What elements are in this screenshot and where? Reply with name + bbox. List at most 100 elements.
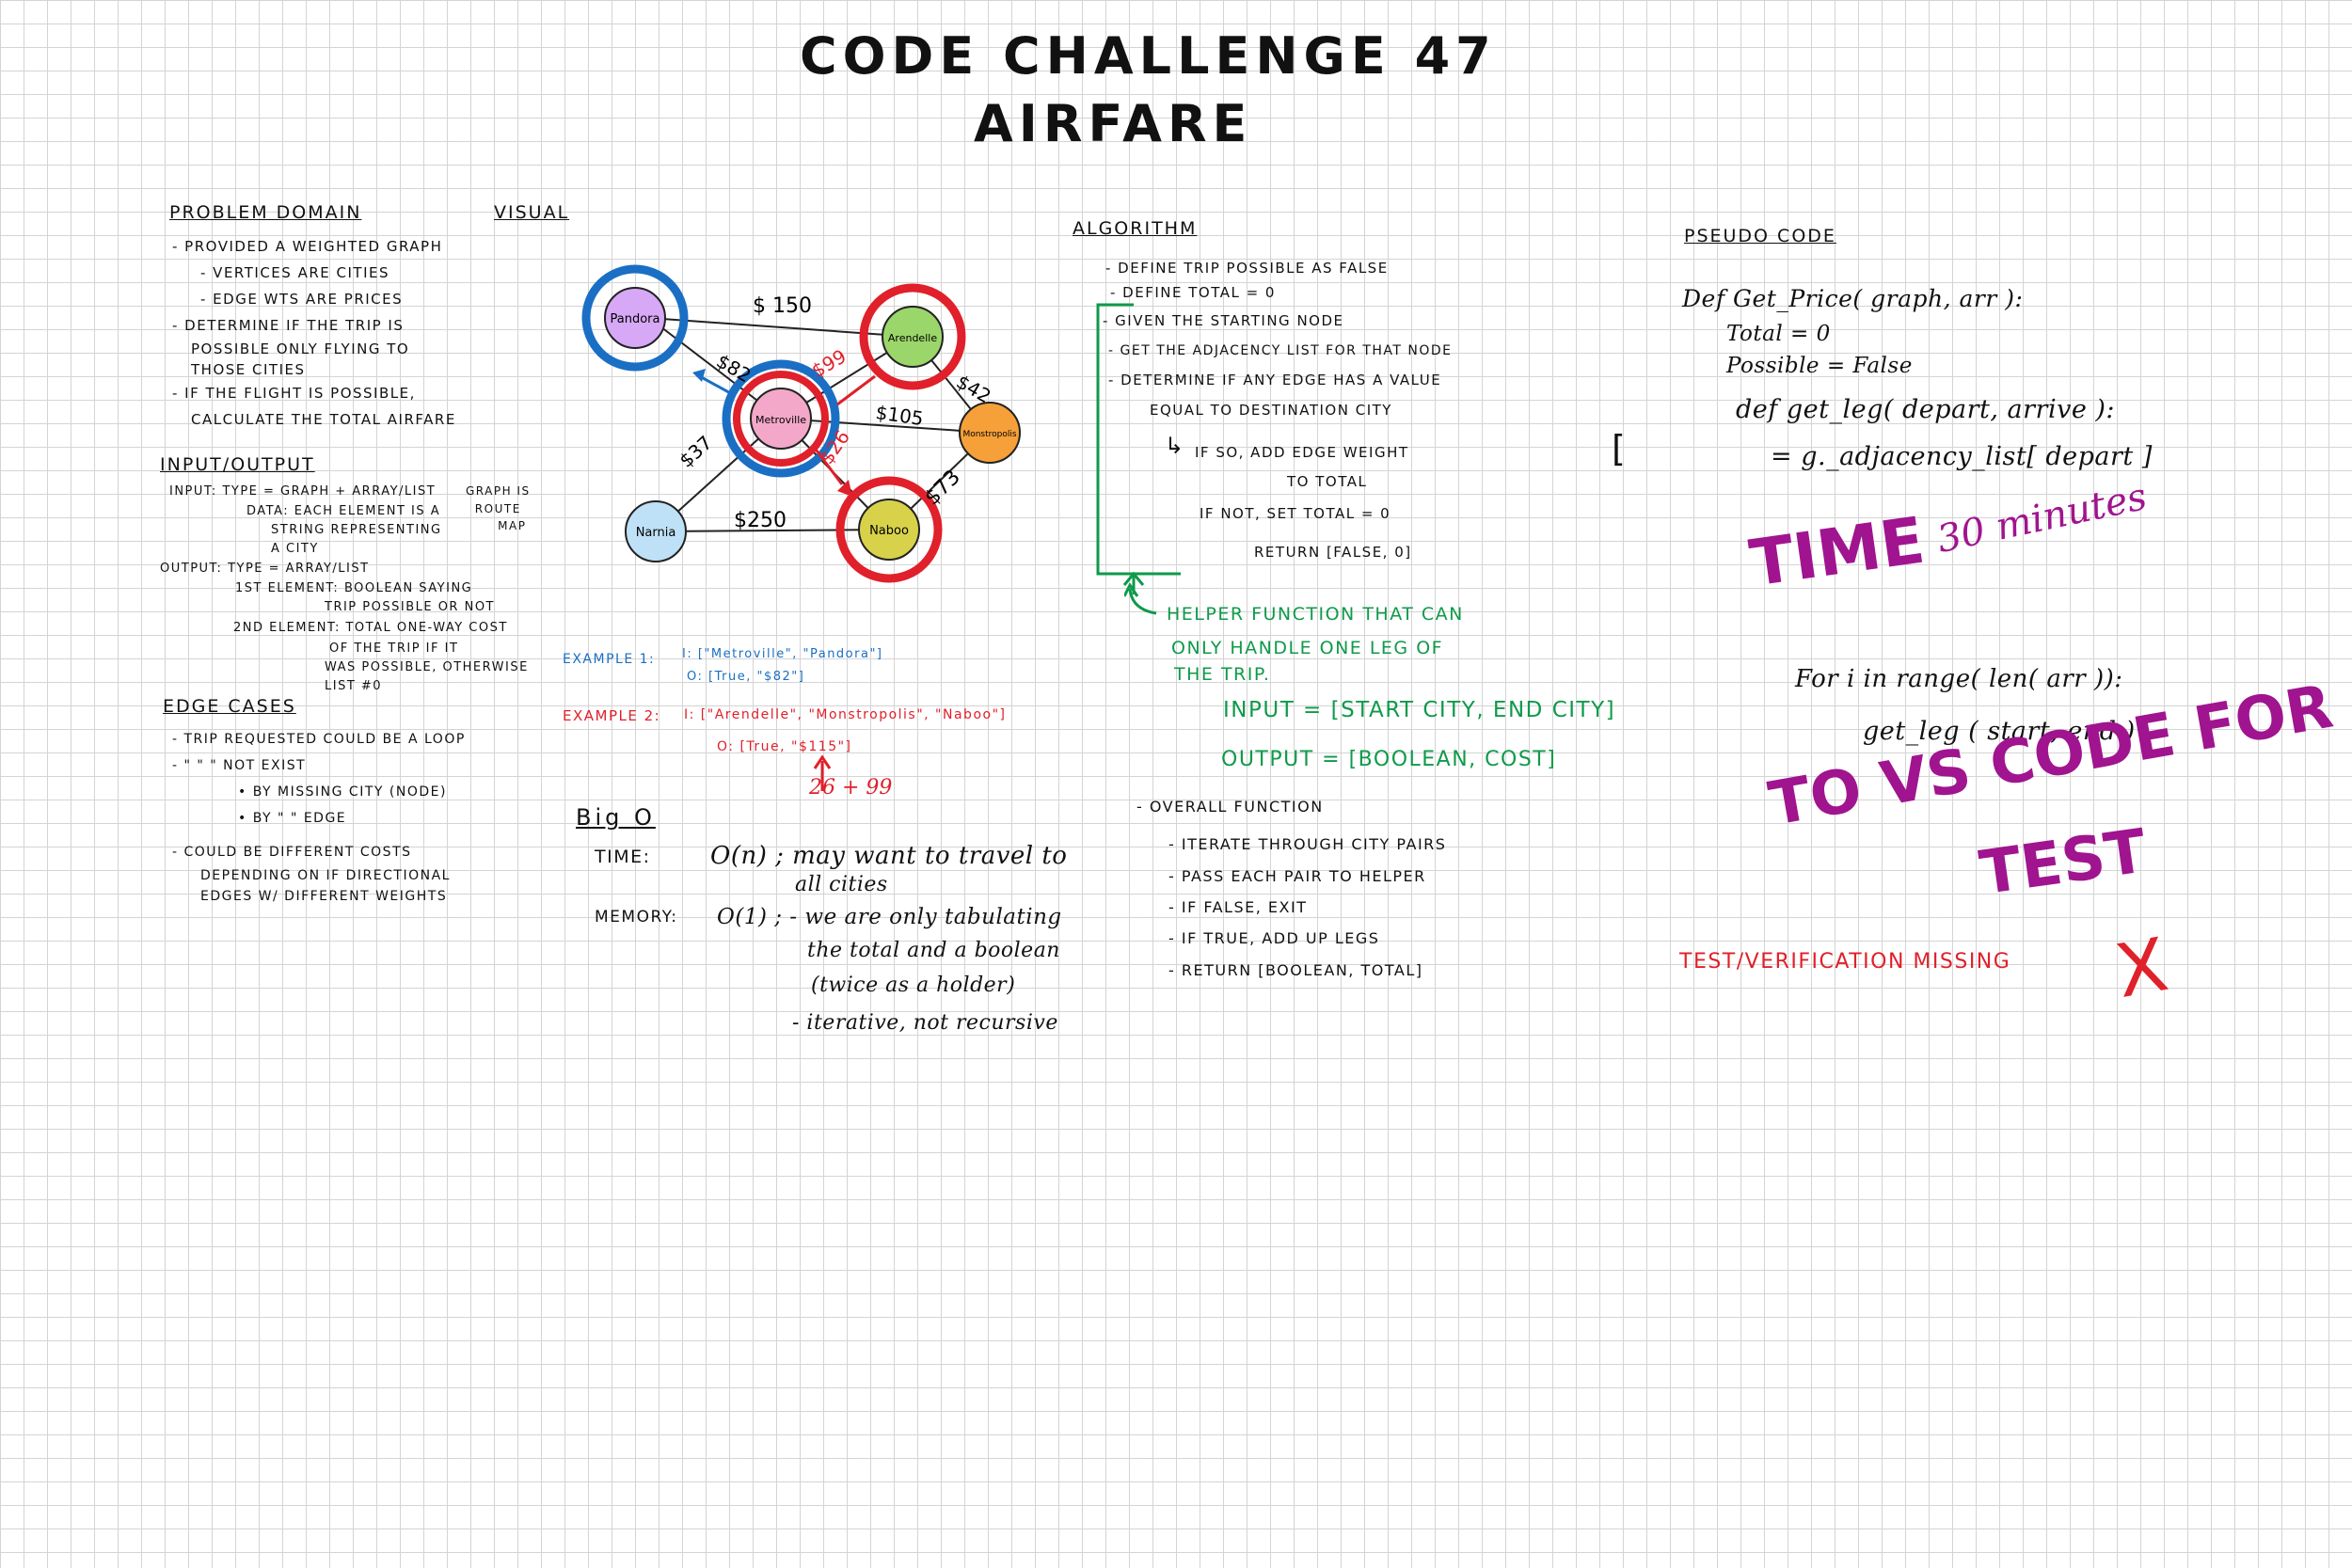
io-line: of the trip if it xyxy=(329,641,459,656)
io-line: Input: Type = Graph + Array/List xyxy=(169,484,437,499)
blue-route-arrowhead xyxy=(692,369,706,382)
example-2-output: O: [True, "$115"] xyxy=(717,739,852,754)
vscode-note-line1: To VS Code for xyxy=(1764,672,2338,840)
io-line: 1st Element: Boolean saying xyxy=(235,581,473,595)
big-o-memory-value-2: the total and a boolean xyxy=(807,939,1060,962)
example-1-label: Example 1: xyxy=(563,652,656,667)
problem-domain-line: calculate the total airfare xyxy=(191,411,456,428)
edge-cases-list: - Trip requested could be a loop - " " "… xyxy=(172,726,466,907)
input-output-list: Input: Type = Graph + Array/List Data: E… xyxy=(160,482,529,696)
node-monstropolis xyxy=(959,402,1021,464)
graph-note: Graph is route map xyxy=(466,482,531,534)
io-line: string representing xyxy=(271,523,442,537)
edge-case-line: • By " " edge xyxy=(238,811,347,826)
node-label-pandora: Pandora xyxy=(611,312,660,326)
node-pandora xyxy=(604,287,666,349)
io-line: 2nd Element: Total one-way cost xyxy=(233,621,508,635)
node-arendelle xyxy=(882,306,944,368)
algorithm-step: If not, set total = 0 xyxy=(1200,505,1391,522)
edge-narnia-naboo xyxy=(655,529,890,532)
edge-case-line: - Could be different costs xyxy=(172,845,412,860)
graph-note-line: map xyxy=(498,519,527,532)
algorithm-step: - Define total = 0 xyxy=(1110,284,1276,301)
big-o-memory-value-4: - iterative, not recursive xyxy=(792,1011,1058,1035)
edge-label: $250 xyxy=(734,509,787,532)
example-1-input: I: ["Metroville", "Pandora"] xyxy=(682,647,883,661)
overall-step: - If False, exit xyxy=(1168,898,1308,916)
algorithm-step: - Define trip possible as False xyxy=(1105,260,1389,277)
example-2-arrow xyxy=(813,755,832,791)
red-route-arrow-1 xyxy=(836,374,876,406)
pseudo-code-line: Def Get_Price( graph, arr ): xyxy=(1682,285,2024,312)
problem-domain-heading: Problem Domain xyxy=(169,202,362,223)
big-o-time-label: Time: xyxy=(595,847,651,867)
overall-step: - Return [Boolean, total] xyxy=(1168,961,1423,979)
io-line: Output: Type = Array/List xyxy=(160,562,370,576)
time-note: Time xyxy=(1745,503,1930,602)
big-o-memory-label: Memory: xyxy=(595,908,678,927)
metroville-highlight-ring-red xyxy=(733,371,829,467)
pseudo-code-line: = g._adjacency_list[ depart ] xyxy=(1771,442,2153,471)
edge-cases-heading: Edge Cases xyxy=(163,696,296,717)
problem-domain-line: - Determine if the trip is xyxy=(172,317,405,334)
node-label-metroville: Metroville xyxy=(755,414,806,426)
algorithm-step: If so, add edge weight xyxy=(1195,444,1409,461)
edge-case-line: - " " " Not exist xyxy=(172,758,307,773)
edge-metroville-monstropolis xyxy=(780,418,991,434)
big-o-memory-value: O(1) ; - we are only tabulating xyxy=(717,905,1062,929)
problem-domain-line: - If the flight is possible, xyxy=(172,385,416,402)
route-graph: Pandora Arendelle Metroville Monstropoli… xyxy=(581,264,1021,583)
helper-bracket xyxy=(1096,303,1181,594)
page-title-line2: Airfare xyxy=(974,94,1253,153)
big-o-heading: Big O xyxy=(576,804,656,831)
algorithm-step: - Determine if any edge has a value xyxy=(1108,372,1442,388)
edge-label: $82 xyxy=(713,350,755,388)
pseudo-code-line: Possible = False xyxy=(1726,354,1913,378)
helper-arrow xyxy=(1124,583,1157,615)
overall-step: - If True, add up legs xyxy=(1168,929,1380,947)
big-o-memory-value-3: (twice as a holder) xyxy=(811,974,1016,997)
algorithm-step: Return [False, 0] xyxy=(1254,544,1412,561)
pseudo-code-heading: Pseudo Code xyxy=(1684,226,1836,246)
edge-label: $37 xyxy=(675,431,716,471)
edge-label: $ 150 xyxy=(753,294,812,318)
naboo-highlight-ring xyxy=(835,476,943,583)
helper-output: Output = [Boolean, cost] xyxy=(1221,748,1557,771)
algorithm-arrow-return: ↳ xyxy=(1165,433,1185,459)
node-label-monstropolis: Monstropolis xyxy=(962,430,1016,439)
big-o-time-value: O(n) ; may want to travel to xyxy=(710,842,1068,870)
io-line: Data: Each element is a xyxy=(246,504,441,518)
algorithm-heading: Algorithm xyxy=(1073,218,1198,239)
algorithm-step: - Given the starting node xyxy=(1103,312,1344,329)
metroville-highlight-ring-blue xyxy=(722,359,840,478)
problem-domain-line: possible only flying to xyxy=(191,341,410,357)
node-label-arendelle: Arendelle xyxy=(888,332,937,344)
vscode-note-line2: Test xyxy=(1976,816,2151,910)
page-title-line1: Code Challenge 47 xyxy=(800,26,1497,86)
node-naboo xyxy=(858,499,920,561)
edge-case-line: • By missing city (node) xyxy=(238,784,447,800)
example-2-note: 26 + 99 xyxy=(809,776,893,800)
example-2-label: Example 2: xyxy=(563,707,661,724)
pseudo-code-line: def get_leg( depart, arrive ): xyxy=(1736,395,2116,424)
arendelle-highlight-ring xyxy=(859,283,966,390)
io-line: was possible, otherwise xyxy=(325,660,529,674)
red-route-arrowhead xyxy=(837,480,852,497)
red-route-arrow-2 xyxy=(812,446,844,485)
problem-domain-line: - Edge wts are prices xyxy=(200,291,404,308)
algorithm-step: equal to destination city xyxy=(1150,402,1392,419)
test-missing-note: Test/Verification missing xyxy=(1679,950,2011,974)
io-line: list #0 xyxy=(325,679,383,693)
pseudo-code-line: get_leg ( start, end ) xyxy=(1863,717,2136,746)
node-label-naboo: Naboo xyxy=(869,524,909,538)
x-mark: X xyxy=(2109,923,2174,1015)
problem-domain-line: those cities xyxy=(191,361,306,378)
visual-heading: Visual xyxy=(494,202,570,223)
edge-case-line: edges w/ different weights xyxy=(200,889,448,904)
helper-line: Helper function that can xyxy=(1167,604,1464,625)
pseudo-code-line: For i in range( len( arr )): xyxy=(1795,665,2123,693)
problem-domain-list: - Provided a weighted graph - Vertices a… xyxy=(172,233,456,433)
algorithm-step: to total xyxy=(1287,473,1368,490)
node-narnia xyxy=(625,500,687,562)
pseudo-code-line: Total = 0 xyxy=(1726,322,1831,346)
